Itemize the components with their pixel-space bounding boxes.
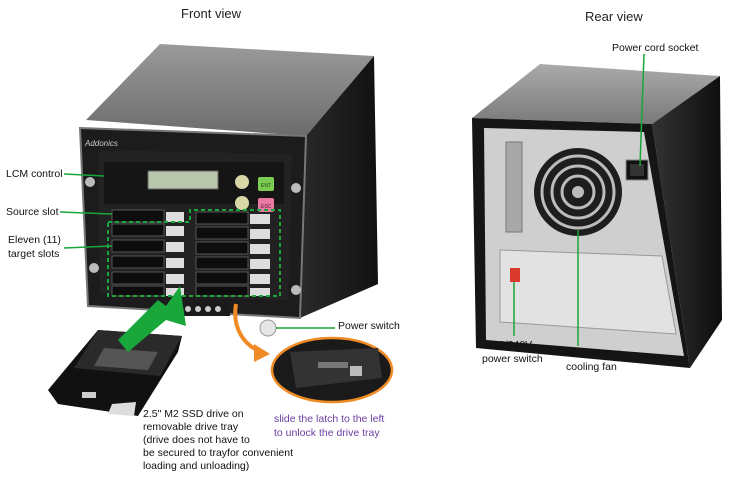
source-slot-tray <box>111 209 184 223</box>
cooling-fan-label-line2: cooling fan <box>566 361 617 373</box>
drive-bay <box>111 285 165 297</box>
front-button-icon <box>185 306 191 312</box>
brand-logo: Addonics <box>84 139 118 148</box>
front-view-title: Front view <box>181 6 241 21</box>
ssd-caption: 2.5" M2 SSD drive on removable drive tra… <box>143 408 293 473</box>
drive-bay <box>195 285 249 297</box>
front-unit-top <box>86 44 374 136</box>
target-slots-right <box>195 211 270 297</box>
lcm-down-button <box>235 196 249 210</box>
drive-bay-handle <box>250 214 270 224</box>
voltage-switch-label-line1: 110/240V <box>488 339 533 351</box>
voltage-switch-icon <box>510 268 520 282</box>
lcm-esc-button <box>258 198 274 212</box>
power-socket-pins <box>630 164 644 176</box>
expansion-slot-cover <box>505 141 523 233</box>
fan-guard-ring <box>560 174 596 210</box>
psu-panel <box>499 249 677 335</box>
ssd-caption-line: be secured to trayfor convenient <box>143 447 294 459</box>
lcm-esc-label: ESC <box>261 204 272 210</box>
drive-bay-handle <box>250 229 270 239</box>
power-cord-socket-label: Power cord socket <box>612 42 699 54</box>
drive-bay-handle <box>250 288 270 296</box>
rear-unit-side <box>652 76 722 368</box>
front-unit: ENT ESC Addonics <box>78 44 378 337</box>
lcm-up-button <box>235 175 249 189</box>
latch-caption-line: slide the latch to the left <box>274 413 385 425</box>
target-slots-left <box>111 223 184 297</box>
screw-icon <box>291 183 301 193</box>
target-slots-highlight <box>107 209 281 297</box>
lcm-ent-label: ENT <box>261 183 271 189</box>
rear-unit <box>472 64 722 368</box>
drive-bay <box>111 255 165 269</box>
rear-callout-lines <box>513 53 645 346</box>
rear-view-title: Rear view <box>585 9 643 24</box>
drive-bay <box>111 271 165 285</box>
drive-bay <box>195 211 249 225</box>
latch-caption: slide the latch to the left to unlock th… <box>274 412 384 440</box>
ssd-caption-line: loading and unloading) <box>143 460 250 472</box>
front-button-icon <box>215 306 221 312</box>
drive-bay <box>195 271 249 285</box>
voltage-switch-label-line2: power switch <box>482 353 543 365</box>
drive-bay-handle <box>250 274 270 284</box>
drive-bay <box>111 223 165 237</box>
front-callout-lines <box>59 173 335 329</box>
front-unit-side <box>300 56 378 318</box>
lcm-control-label: LCM control <box>6 168 63 180</box>
drive-bay-handle <box>166 288 184 296</box>
drive-bay <box>195 226 249 240</box>
power-switch-label: Power switch <box>338 320 400 332</box>
lcd-screen <box>147 170 219 190</box>
drive-bay-handle <box>250 259 270 269</box>
latch-zoom-inset <box>270 336 394 404</box>
drive-bay <box>195 241 249 255</box>
latch-caption-line: to unlock the drive tray <box>274 427 380 439</box>
front-button-icon <box>205 306 211 312</box>
rear-unit-top <box>472 64 720 124</box>
screw-icon <box>89 263 99 273</box>
front-button-icon <box>195 306 201 312</box>
power-switch-icon <box>259 319 277 337</box>
drive-bay-handle <box>250 244 270 254</box>
insert-arrow-icon <box>118 286 186 352</box>
ssd-caption-line: (drive does not have to <box>143 434 250 446</box>
target-slots-label-line2: target slots <box>8 248 60 260</box>
drive-bay-handle <box>166 242 184 252</box>
ssd-drive-tray <box>48 330 182 416</box>
latch-arrow-head-icon <box>254 344 270 362</box>
fan-guard-ring <box>540 154 616 230</box>
screw-icon <box>85 177 95 187</box>
fan-hub <box>572 186 584 198</box>
cooling-fan-label-line1: 80 x 80 mm <box>566 347 621 359</box>
drive-bay <box>195 256 249 270</box>
lcm-ent-button <box>258 177 274 191</box>
source-slot-label: Source slot <box>6 206 59 218</box>
drive-bay-handle <box>166 274 184 284</box>
fan-guard-ring <box>550 164 606 220</box>
ssd-caption-line: removable drive tray <box>143 421 239 433</box>
screw-icon <box>291 285 301 295</box>
target-slots-label-line1: Eleven (11) <box>8 234 61 246</box>
drive-bay-handle <box>166 226 184 236</box>
drive-bay <box>111 239 165 253</box>
drive-bay-handle <box>166 258 184 268</box>
ssd-caption-line: 2.5" M2 SSD drive on <box>143 408 244 420</box>
